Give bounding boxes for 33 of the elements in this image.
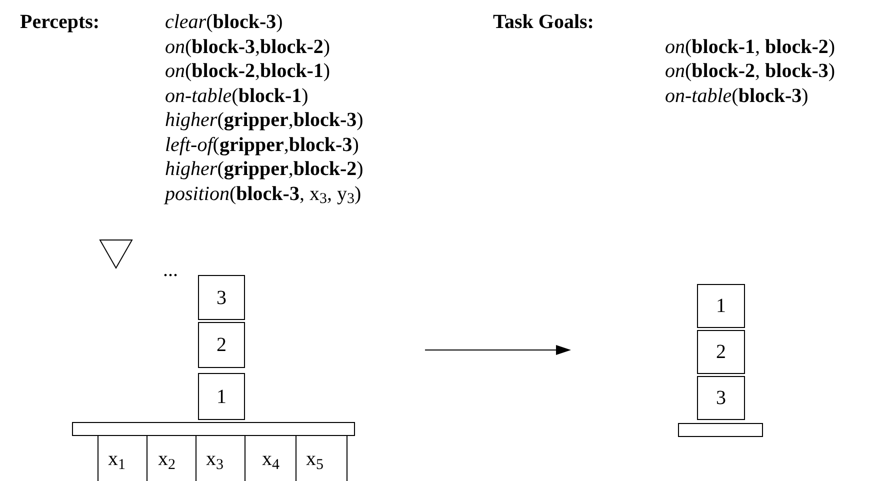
table-bar [678,423,763,437]
predicate-text: on(block-1, block-2) [665,34,836,58]
block-box [198,373,245,420]
predicate-text: on(block-3,block-2) [165,34,330,58]
predicate-text: on-table(block-3) [665,84,808,108]
predicate-text: higher(gripper,block-3) [165,108,364,132]
predicate-text: on-table(block-1) [165,84,308,108]
block-number: 3 [216,288,226,308]
block-number: 1 [716,296,726,316]
predicate-text: higher(gripper,block-2) [165,157,364,181]
block-box [697,330,745,374]
block-box [697,376,745,420]
predicate-text: x$_{5}$ [306,447,324,471]
section-heading: Percepts: [20,10,100,34]
predicate-text: ... [163,258,178,282]
block-box [697,284,745,328]
block-box [198,322,245,368]
predicate-text: x$_{2}$ [158,447,176,471]
predicate-text: clear(block-3) [165,10,283,34]
predicate-text: position(block-3, x$_{3}$, y$_{3}$) [165,182,362,206]
predicate-text: on(block-2,block-1) [165,59,330,83]
predicate-text: x$_{4}$ [262,447,280,471]
block-number: 2 [216,335,226,355]
section-heading: Task Goals: [493,10,594,34]
predicate-text: x$_{3}$ [206,447,224,471]
block-number: 3 [716,388,726,408]
block-number: 2 [716,342,726,362]
predicate-text: on(block-2, block-3) [665,59,836,83]
predicate-text: x$_{1}$ [108,447,126,471]
block-box [198,275,245,320]
block-number: 1 [216,386,226,406]
predicate-text: left-of(gripper,block-3) [165,132,359,156]
table-bar [72,422,355,436]
